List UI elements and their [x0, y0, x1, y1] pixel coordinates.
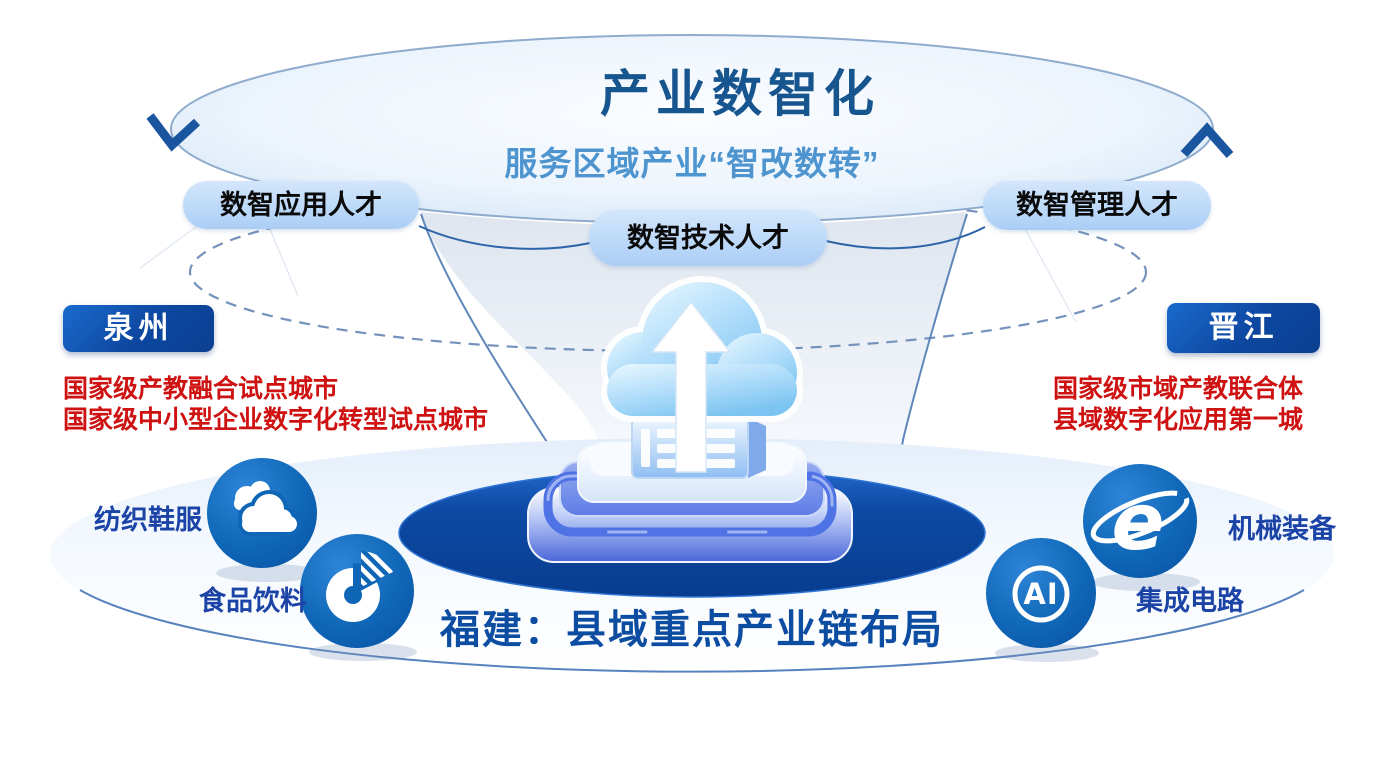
talent-pill-technology: 数智技术人才: [589, 210, 827, 266]
e-letter: e: [1112, 478, 1165, 568]
cloud-upload-icon: [601, 276, 803, 473]
city-honors-jinjiang: 国家级市域产教联合体 县域数字化应用第一城: [1026, 374, 1330, 436]
page-subtitle: 服务区域产业“智改数转”: [504, 145, 880, 182]
page-title: 产业数智化: [600, 66, 880, 122]
footer-caption: 福建：县域重点产业链布局: [440, 608, 944, 652]
base-ellipse-rim: [79, 589, 1305, 673]
industry-label-food: 食品饮料: [199, 586, 307, 616]
talent-pill-application: 数智应用人才: [183, 181, 419, 229]
upload-arrow-icon: [650, 300, 732, 473]
industry-label-machinery: 机械装备: [1228, 514, 1336, 544]
industry-icons: e AI: [207, 458, 1200, 662]
honor-line: 国家级中小型企业数字化转型试点城市: [63, 406, 489, 434]
honor-line: 县域数字化应用第一城: [1052, 406, 1303, 434]
e-browser-icon: e: [1083, 464, 1197, 578]
cloud-icon: [207, 458, 317, 568]
pill-connector-lines: [418, 225, 986, 250]
ai-chip-icon: AI: [986, 538, 1096, 648]
pie-chart-icon: [300, 534, 414, 648]
city-badge-quanzhou: 泉州: [63, 305, 214, 352]
honor-line: 国家级产教融合试点城市: [63, 375, 339, 403]
talent-pill-management: 数智管理人才: [983, 181, 1211, 230]
city-badge-jinjiang: 晋江: [1167, 303, 1320, 353]
industry-label-textile: 纺织鞋服: [94, 505, 202, 535]
city-honors-quanzhou: 国家级产教融合试点城市 国家级中小型企业数字化转型试点城市: [63, 374, 523, 436]
ai-letters: AI: [1023, 577, 1058, 611]
honor-line: 国家级市域产教联合体: [1052, 375, 1303, 403]
cycle-arrow-right-icon: [1180, 122, 1234, 158]
industry-label-ic: 集成电路: [1136, 586, 1244, 616]
cycle-arrow-left-icon: [146, 113, 201, 152]
